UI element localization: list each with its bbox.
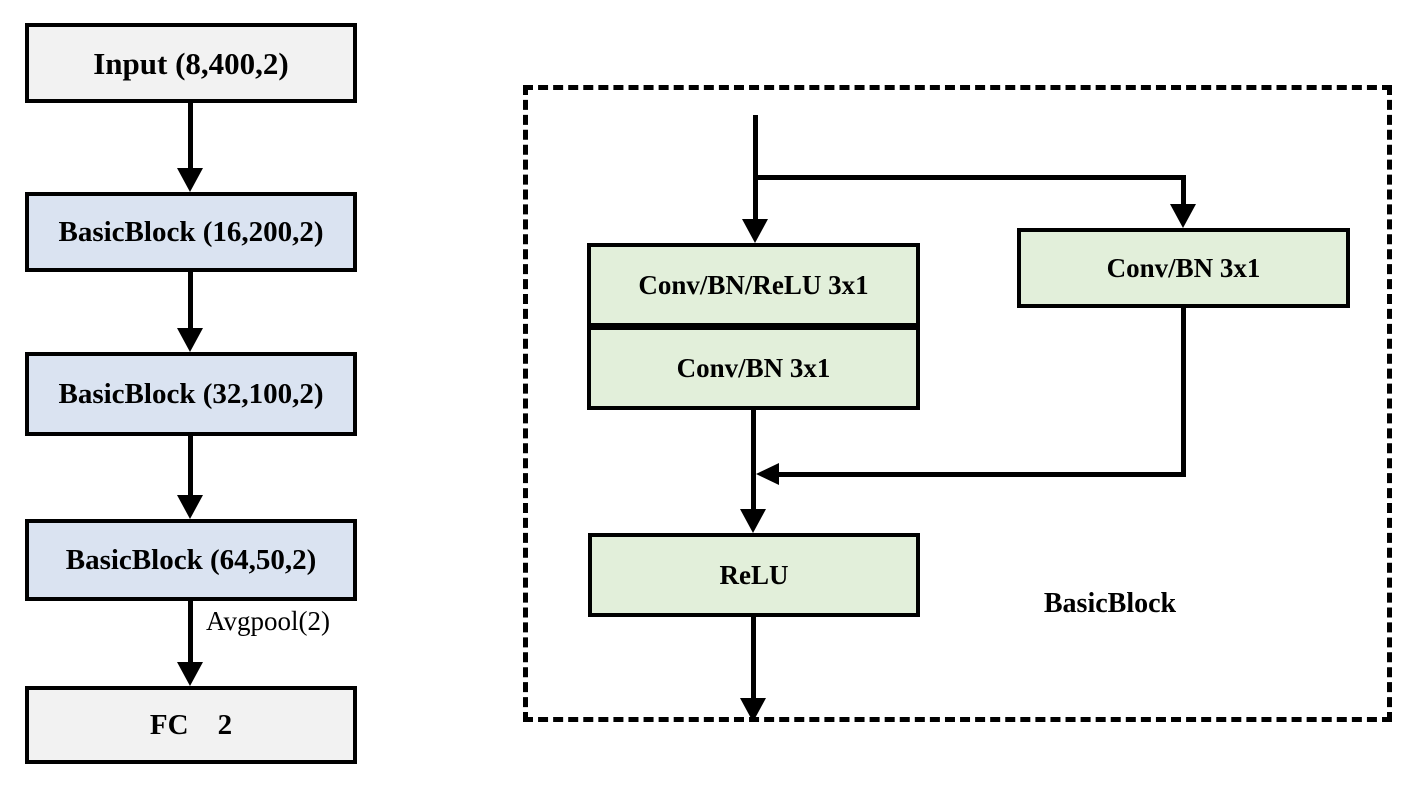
connector-shortcut-vertical — [1181, 177, 1186, 206]
conv-bn-cell: Conv/BN 3x1 — [591, 330, 916, 406]
basicblock1-node: BasicBlock (16,200,2) — [25, 192, 357, 272]
arrowhead-main-relu — [740, 509, 766, 533]
arrowhead-bb3-fc — [177, 662, 203, 686]
relu-block-label: ReLU — [719, 559, 789, 590]
basicblock-caption: BasicBlock — [1043, 588, 1177, 619]
conv-bn-label: Conv/BN 3x1 — [676, 352, 831, 383]
connector-bb2-bb3 — [188, 436, 193, 497]
shortcut-conv-block: Conv/BN 3x1 — [1017, 228, 1350, 308]
fc-node-label: FC 2 — [149, 708, 233, 741]
connector-merge-horizontal — [778, 472, 1186, 477]
relu-block: ReLU — [588, 533, 920, 617]
connector-bb3-fc — [188, 601, 193, 664]
avgpool-edge-label: Avgpool(2) — [206, 606, 330, 636]
arrowhead-detail-input — [742, 219, 768, 243]
conv-bn-relu-cell: Conv/BN/ReLU 3x1 — [591, 247, 916, 323]
arrowhead-detail-output — [740, 698, 766, 722]
basicblock3-node-label: BasicBlock (64,50,2) — [65, 543, 317, 576]
shortcut-conv-label: Conv/BN 3x1 — [1106, 252, 1261, 283]
basicblock3-node: BasicBlock (64,50,2) — [25, 519, 357, 601]
main-conv-block: Conv/BN/ReLU 3x1 Conv/BN 3x1 — [587, 243, 920, 410]
connector-main-relu — [751, 408, 756, 511]
connector-input-bb1 — [188, 103, 193, 169]
arrowhead-input-bb1 — [177, 168, 203, 192]
connector-detail-output — [751, 617, 756, 700]
connector-merge-vertical — [1181, 306, 1186, 476]
conv-block-divider — [591, 323, 916, 330]
arrowhead-merge — [756, 463, 779, 485]
connector-shortcut-horizontal — [755, 175, 1186, 180]
arrowhead-shortcut — [1170, 204, 1196, 228]
basicblock2-node-label: BasicBlock (32,100,2) — [58, 377, 324, 410]
basicblock2-node: BasicBlock (32,100,2) — [25, 352, 357, 436]
input-node: Input (8,400,2) — [25, 23, 357, 103]
arrowhead-bb2-bb3 — [177, 495, 203, 519]
fc-node: FC 2 — [25, 686, 357, 764]
basicblock1-node-label: BasicBlock (16,200,2) — [58, 215, 324, 248]
conv-bn-relu-label: Conv/BN/ReLU 3x1 — [638, 269, 869, 300]
input-node-label: Input (8,400,2) — [93, 45, 289, 81]
arrowhead-bb1-bb2 — [177, 328, 203, 352]
connector-detail-input — [753, 115, 758, 221]
connector-bb1-bb2 — [188, 272, 193, 330]
